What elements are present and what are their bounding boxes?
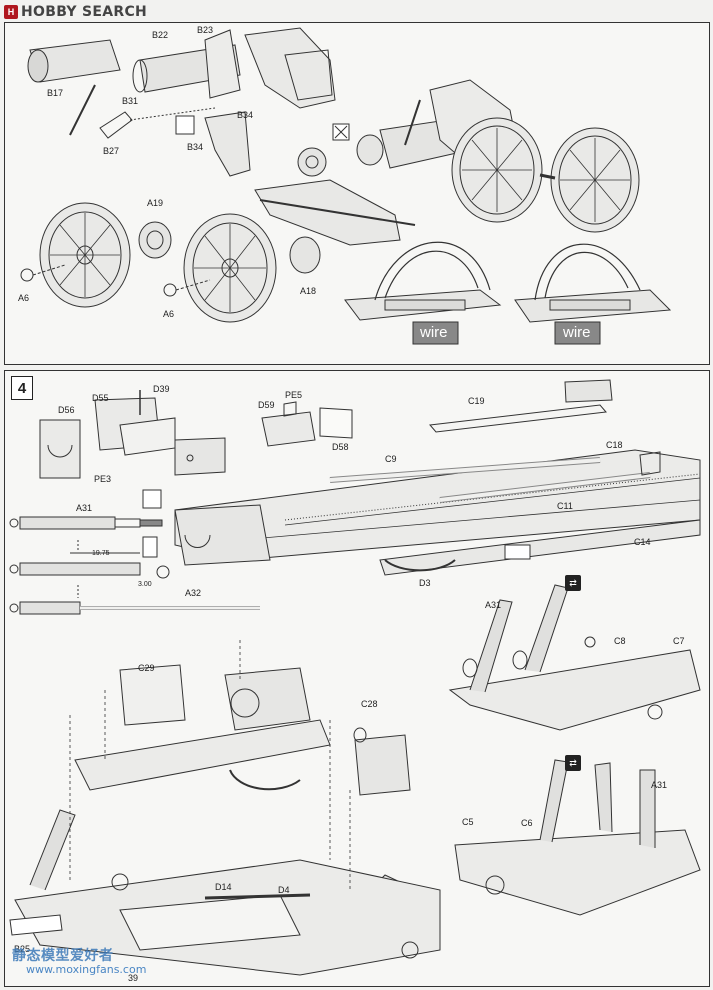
brand-logo: H HOBBY SEARCH bbox=[4, 4, 147, 20]
part-label: D56 bbox=[58, 405, 75, 415]
part-label: A19 bbox=[147, 198, 164, 208]
dimension-label: 19.75 bbox=[92, 550, 110, 557]
part-label: C8 bbox=[614, 636, 626, 646]
part-label: A31 bbox=[485, 600, 502, 610]
part-label: B34 bbox=[187, 142, 204, 152]
part-label: B34 bbox=[237, 110, 254, 120]
part-label: C11 bbox=[557, 501, 573, 511]
part-label: A6 bbox=[163, 309, 175, 319]
wire-label: wire bbox=[563, 324, 591, 341]
part-label: B25 bbox=[14, 944, 31, 954]
part-label: D4 bbox=[278, 885, 290, 895]
brand-icon: H bbox=[4, 5, 18, 19]
part-label: A32 bbox=[185, 588, 202, 598]
step-number: 4 bbox=[11, 376, 33, 400]
part-label: A31 bbox=[651, 780, 668, 790]
watermark-logo: 静态模型爱好者 bbox=[12, 948, 114, 964]
part-label: C18 bbox=[606, 440, 623, 450]
part-label: A18 bbox=[300, 286, 317, 296]
part-label: C29 bbox=[138, 663, 155, 673]
part-label: D3 bbox=[419, 578, 431, 588]
brand-name: HOBBY SEARCH bbox=[21, 4, 148, 20]
part-label: B27 bbox=[103, 146, 120, 156]
part-label: A31 bbox=[76, 503, 93, 513]
part-label: D14 bbox=[215, 882, 232, 892]
part-label: B22 bbox=[152, 30, 169, 40]
part-label: C7 bbox=[673, 636, 685, 646]
part-label: B17 bbox=[47, 88, 64, 98]
arrow-indicator-icon: ⇄ bbox=[565, 755, 581, 771]
page-number: 39 bbox=[128, 973, 139, 983]
part-label: A6 bbox=[18, 293, 30, 303]
part-label: C5 bbox=[462, 817, 474, 827]
part-label: C19 bbox=[468, 396, 485, 406]
part-label: C9 bbox=[385, 454, 397, 464]
part-label: PE3 bbox=[94, 474, 112, 484]
part-label: D39 bbox=[153, 384, 170, 394]
watermark-url: www.moxingfans.com bbox=[26, 963, 147, 976]
part-label: D59 bbox=[258, 400, 275, 410]
part-label: C28 bbox=[361, 699, 378, 709]
wire-label: wire bbox=[420, 324, 448, 341]
part-label: B31 bbox=[122, 96, 139, 106]
part-label: D55 bbox=[92, 393, 109, 403]
part-label: C14 bbox=[634, 537, 651, 547]
arrow-indicator-icon: ⇄ bbox=[565, 575, 581, 591]
part-label: B23 bbox=[197, 25, 214, 35]
part-label: C6 bbox=[521, 818, 533, 828]
dimension-label: 3.00 bbox=[138, 581, 152, 588]
part-label: PE5 bbox=[285, 390, 303, 400]
part-label: D58 bbox=[332, 442, 349, 452]
